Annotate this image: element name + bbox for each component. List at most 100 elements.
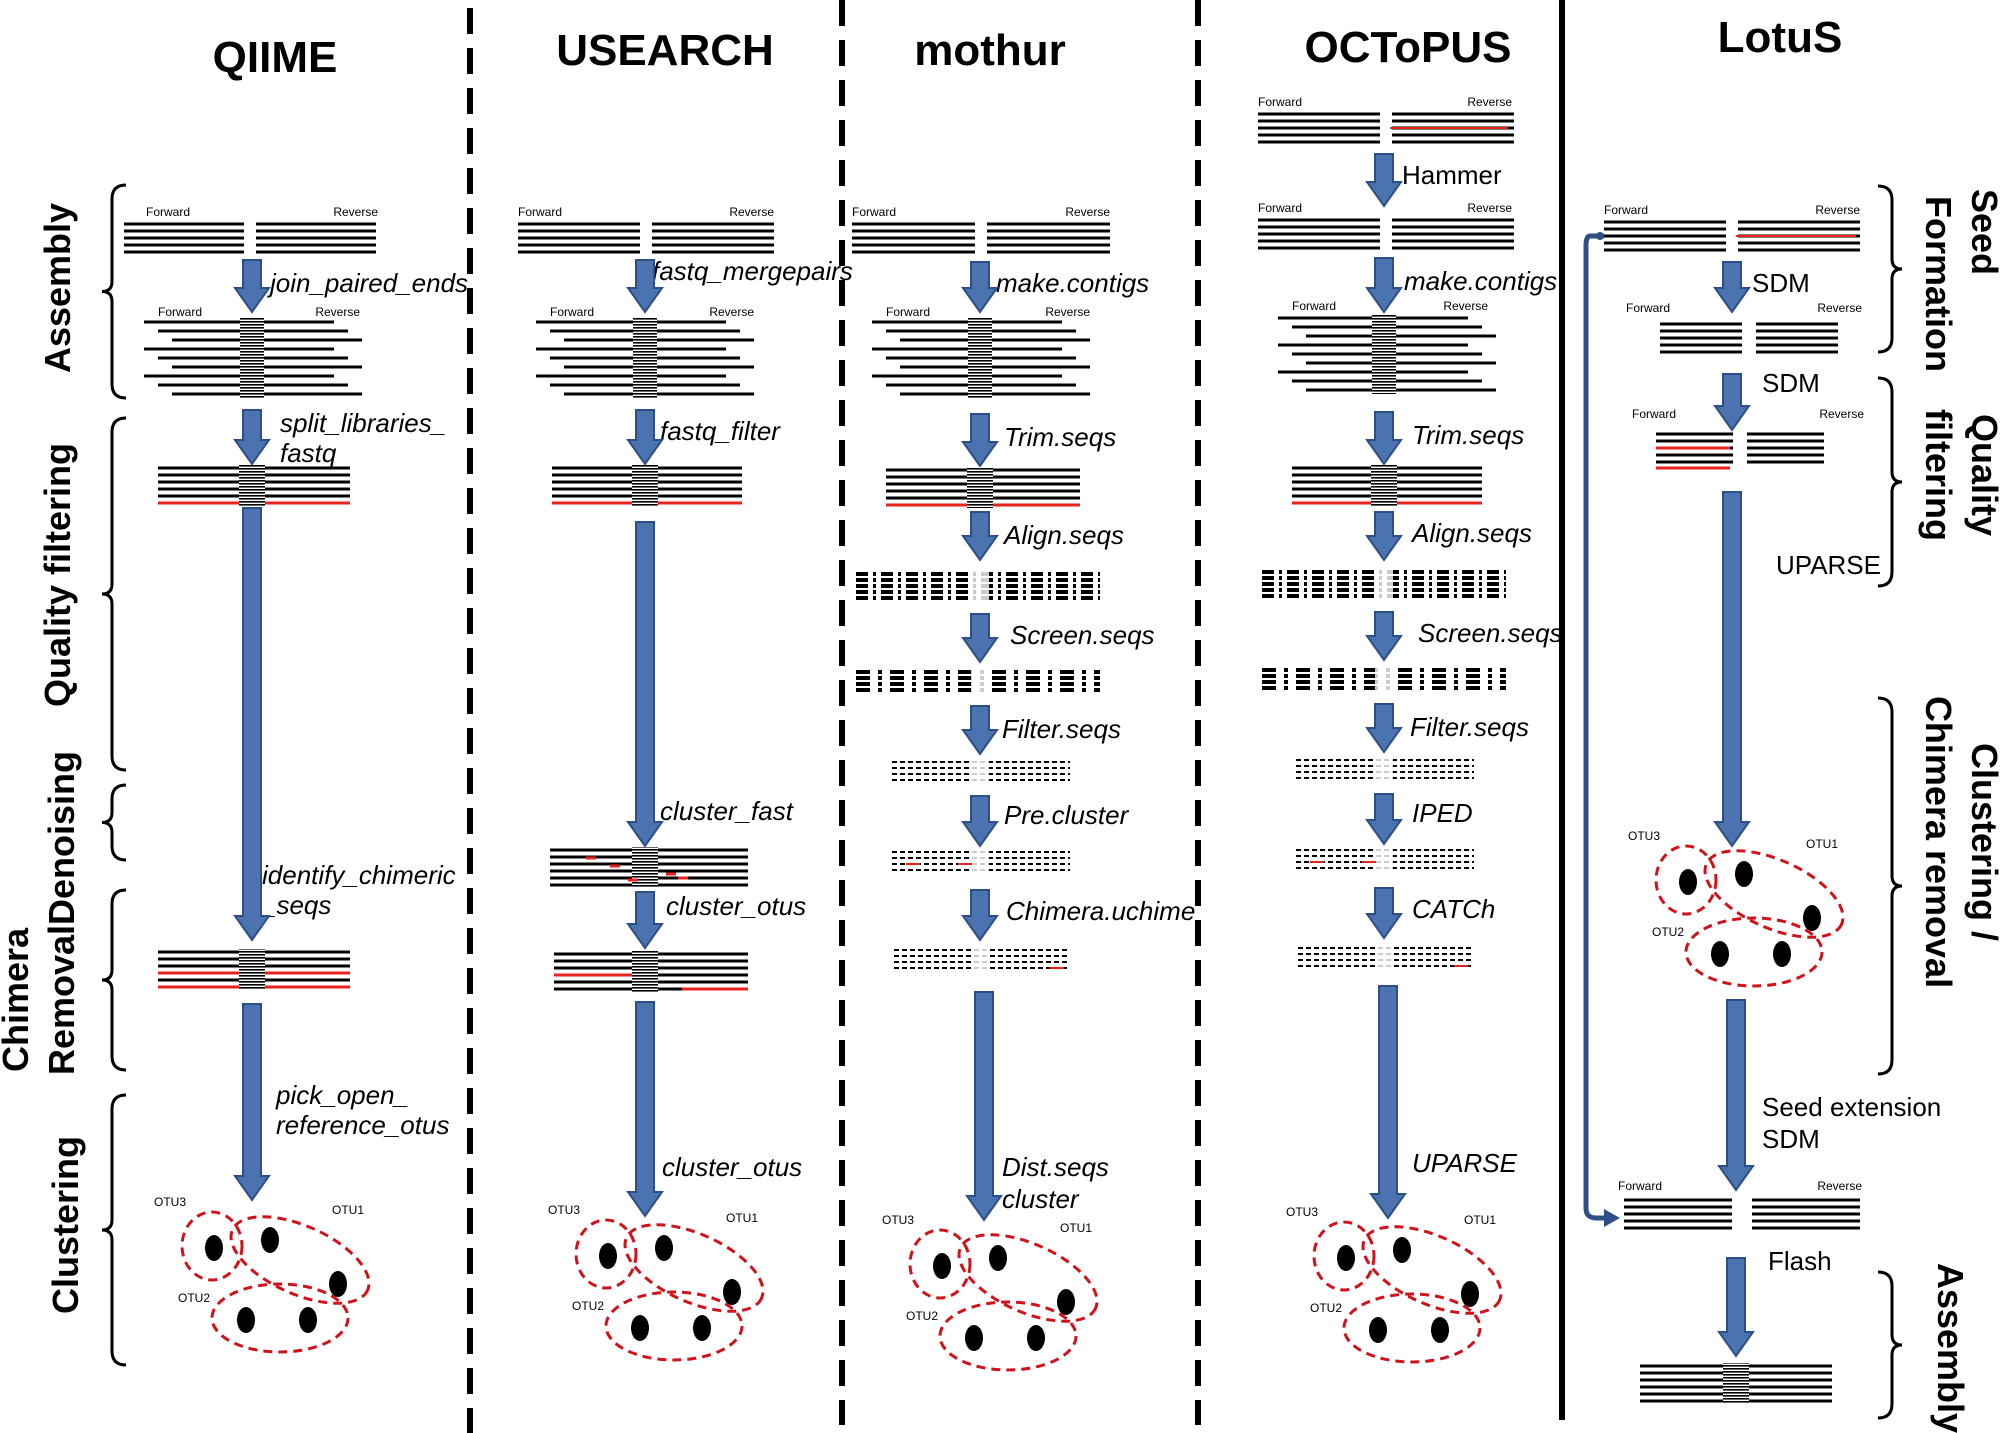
stage-removal-left: Removal bbox=[41, 925, 82, 1075]
flow-arrow bbox=[1369, 985, 1407, 1220]
step-label: Filter.seqs bbox=[1410, 712, 1529, 742]
otu3-ellipse bbox=[180, 1210, 244, 1282]
otu2-ellipse bbox=[938, 1300, 1078, 1372]
overlap-region bbox=[971, 849, 989, 873]
otu1-label: OTU1 bbox=[1060, 1221, 1092, 1235]
flow-arrow bbox=[1717, 1257, 1755, 1358]
otu2-ellipse bbox=[604, 1290, 744, 1362]
otu3-ellipse bbox=[908, 1228, 972, 1300]
otu1-ellipse bbox=[1361, 1225, 1503, 1315]
otu-sequence-dot bbox=[1393, 1237, 1411, 1263]
otu-sequence-dot bbox=[693, 1315, 711, 1341]
step-label: Trim.seqs bbox=[1004, 422, 1116, 452]
flow-arrow bbox=[1365, 887, 1403, 940]
step-label: cluster_fast bbox=[660, 796, 795, 826]
flow-arrow bbox=[626, 521, 664, 848]
flow-arrow bbox=[233, 1003, 271, 1202]
flow-arrow bbox=[1713, 373, 1751, 432]
overlap-region bbox=[1375, 847, 1393, 871]
otu-sequence-dot bbox=[1711, 941, 1729, 967]
stage-formation-right: Formation bbox=[1918, 196, 1959, 372]
forward-label: Forward bbox=[886, 305, 930, 319]
stage-assembly-left: Assembly bbox=[37, 203, 78, 373]
forward-label: Forward bbox=[1292, 299, 1336, 313]
title-mothur: mothur bbox=[914, 26, 1066, 75]
step-label: make.contigs bbox=[996, 268, 1149, 298]
flow-arrow bbox=[626, 409, 664, 466]
flow-arrow bbox=[1365, 411, 1403, 466]
stage-clustering-right: Clustering / bbox=[1964, 743, 2000, 941]
step-label: make.contigs bbox=[1404, 266, 1557, 296]
step-label: Align.seqs bbox=[1410, 518, 1532, 548]
step-label: Hammer bbox=[1402, 160, 1502, 190]
flow-arrow bbox=[626, 1001, 664, 1218]
stage-bracket bbox=[1877, 376, 1903, 588]
flow-arrow bbox=[961, 889, 999, 942]
step-label: reference_otus bbox=[276, 1110, 449, 1140]
flow-arrow bbox=[961, 511, 999, 562]
flow-arrow bbox=[233, 507, 271, 942]
otu-sequence-dot bbox=[1431, 1317, 1449, 1343]
step-label: Pre.cluster bbox=[1004, 800, 1130, 830]
overlap-region bbox=[1375, 757, 1393, 781]
reverse-label: Reverse bbox=[333, 205, 378, 219]
stage-bracket bbox=[1877, 1270, 1903, 1420]
title-qiime: QIIME bbox=[213, 33, 338, 82]
step-label: Flash bbox=[1768, 1246, 1832, 1276]
stage-chimera-left: Chimera bbox=[0, 927, 36, 1072]
otu-sequence-dot bbox=[1679, 869, 1697, 895]
flow-arrow bbox=[961, 613, 999, 664]
otu1-ellipse bbox=[1703, 849, 1845, 939]
flow-arrow bbox=[961, 261, 999, 314]
stage-seed-right: Seed bbox=[1964, 189, 2000, 275]
otu-sequence-dot bbox=[329, 1271, 347, 1297]
forward-label: Forward bbox=[146, 205, 190, 219]
otu2-label: OTU2 bbox=[178, 1291, 210, 1305]
flow-arrow bbox=[1365, 257, 1403, 314]
step-label: split_libraries_ bbox=[280, 408, 446, 438]
step-label: join_paired_ends bbox=[267, 268, 468, 298]
title-octopus: OCToPUS bbox=[1305, 23, 1512, 72]
stage-chimera-removal-right: Chimera removal bbox=[1918, 696, 1959, 988]
otu-sequence-dot bbox=[989, 1245, 1007, 1271]
otu3-label: OTU3 bbox=[882, 1213, 914, 1227]
forward-label: Forward bbox=[1258, 201, 1302, 215]
otu1-ellipse bbox=[229, 1215, 371, 1305]
reverse-label: Reverse bbox=[1817, 1179, 1862, 1193]
flow-arrow bbox=[1365, 511, 1403, 562]
step-label: fastq_mergepairs bbox=[652, 256, 853, 286]
stage-denoising-left: Denoising bbox=[41, 751, 82, 925]
overlap-region bbox=[1375, 667, 1393, 691]
otu2-ellipse bbox=[210, 1282, 350, 1354]
otu-sequence-dot bbox=[599, 1243, 617, 1269]
otu-sequence-dot bbox=[237, 1307, 255, 1333]
flow-arrow bbox=[626, 259, 664, 314]
overlap-region bbox=[971, 571, 989, 601]
overlap-region bbox=[1371, 465, 1397, 506]
step-label: SDM bbox=[1762, 1124, 1820, 1154]
flow-arrow bbox=[233, 259, 271, 314]
step-label: IPED bbox=[1412, 798, 1473, 828]
flow-arrow bbox=[233, 409, 271, 466]
stage-bracket bbox=[101, 416, 127, 772]
otu-sequence-dot bbox=[965, 1325, 983, 1351]
overlap-region bbox=[971, 759, 989, 783]
step-label: Screen.seqs bbox=[1010, 620, 1155, 650]
overlap-region bbox=[632, 465, 658, 506]
forward-label: Forward bbox=[1604, 203, 1648, 217]
reverse-label: Reverse bbox=[1065, 205, 1110, 219]
otu-sequence-dot bbox=[655, 1235, 673, 1261]
otu-sequence-dot bbox=[723, 1279, 741, 1305]
otu-sequence-dot bbox=[933, 1253, 951, 1279]
overlap-region bbox=[239, 949, 265, 990]
otu3-ellipse bbox=[1312, 1220, 1376, 1292]
otu-sequence-dot bbox=[1803, 905, 1821, 931]
step-label: cluster_otus bbox=[666, 891, 806, 921]
otu1-ellipse bbox=[623, 1223, 765, 1313]
forward-label: Forward bbox=[1632, 407, 1676, 421]
flow-arrow bbox=[965, 991, 1003, 1222]
reverse-label: Reverse bbox=[1815, 203, 1860, 217]
